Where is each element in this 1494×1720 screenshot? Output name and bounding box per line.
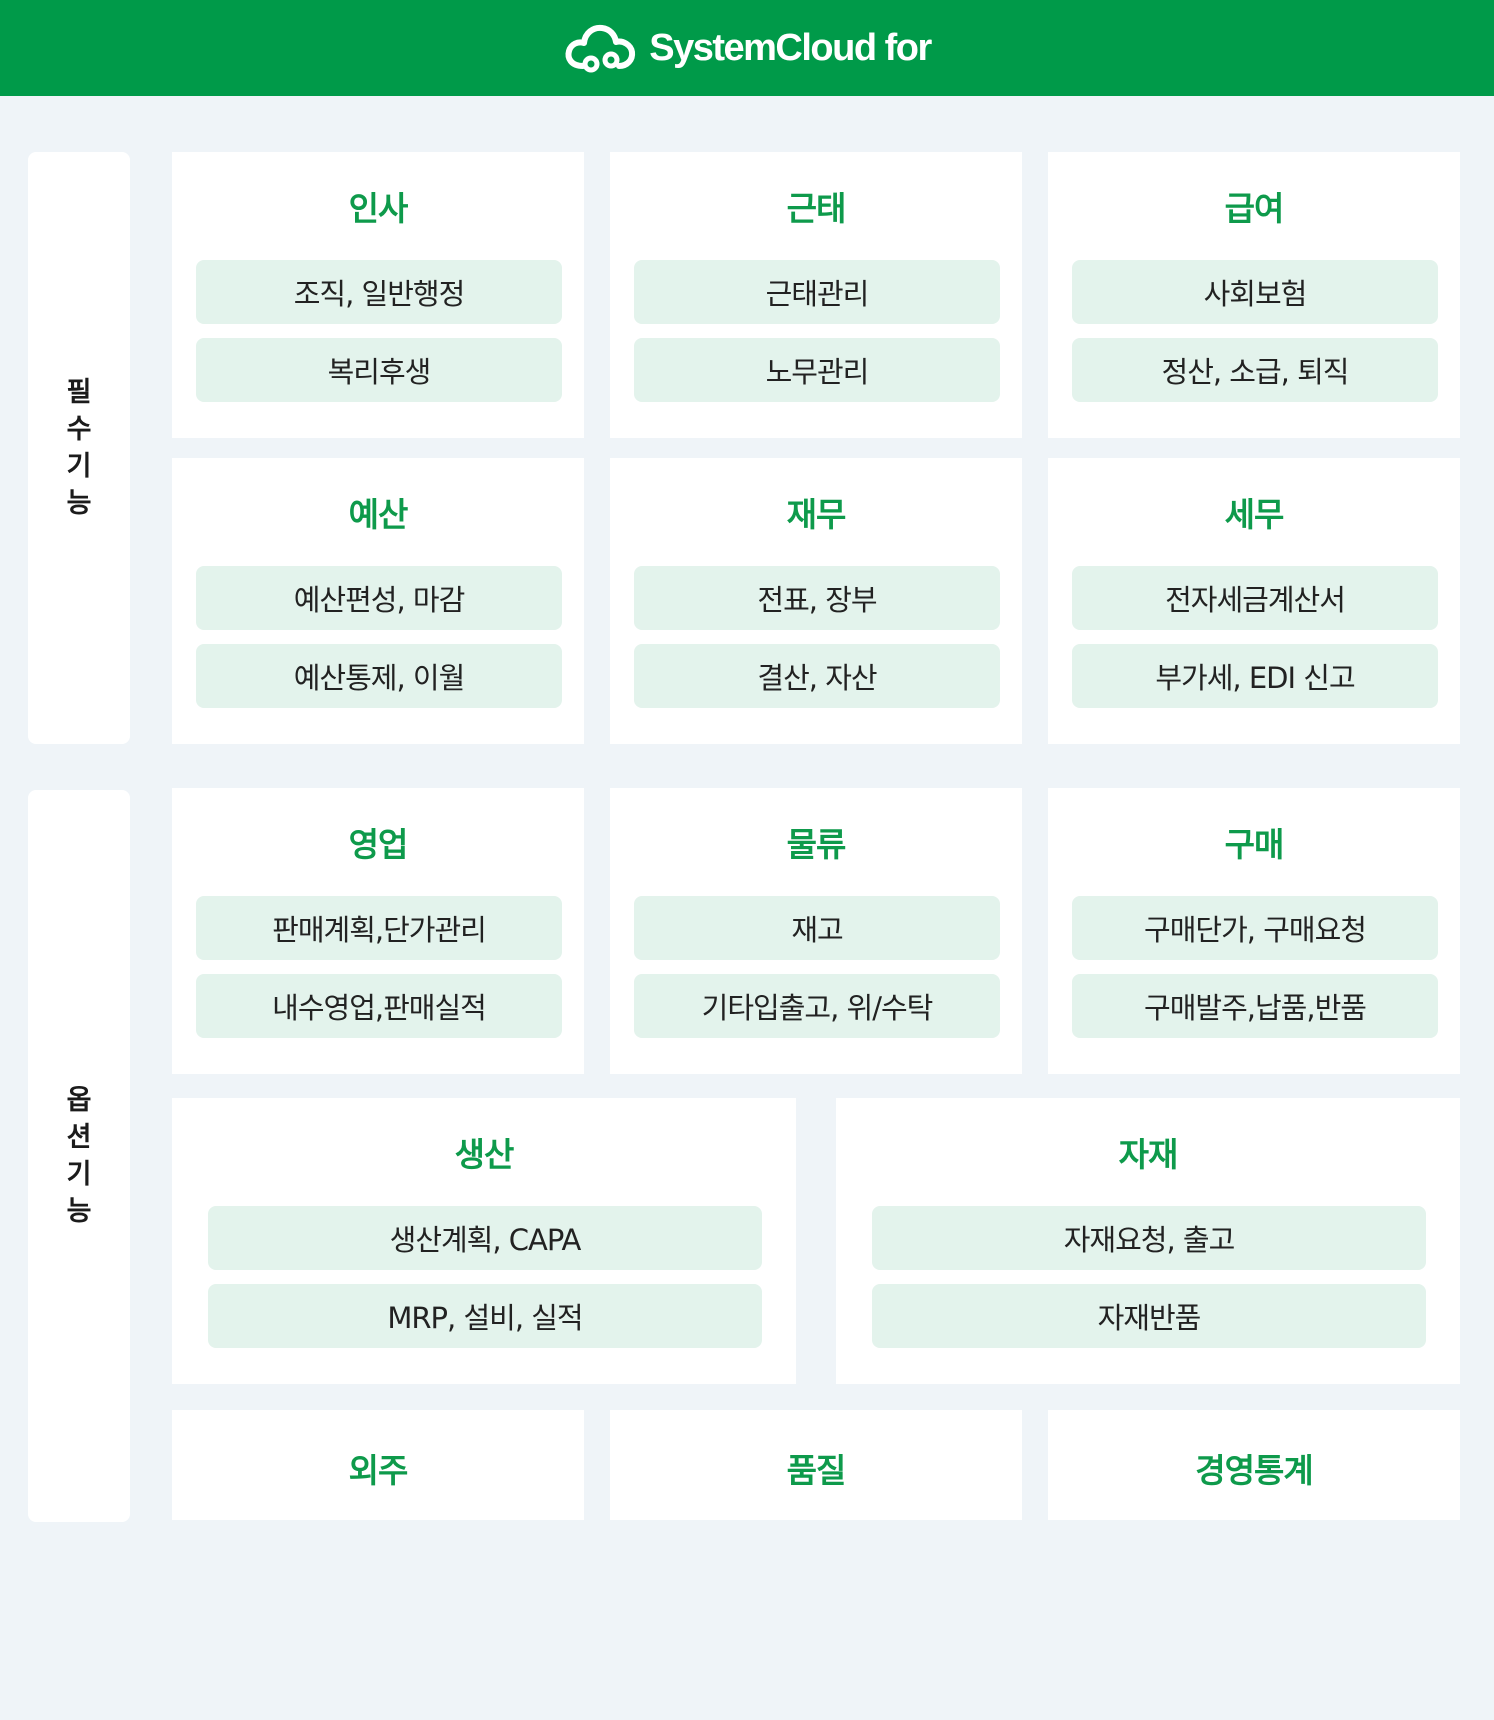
module-item[interactable]: 결산, 자산 <box>634 644 1000 708</box>
module-item[interactable]: 정산, 소급, 퇴직 <box>1072 338 1438 402</box>
module-item[interactable]: 예산편성, 마감 <box>196 566 562 630</box>
module-title-gumae: 구매 <box>1224 825 1285 864</box>
module-item[interactable]: 부가세, EDI 신고 <box>1072 644 1438 708</box>
module-item[interactable]: 예산통제, 이월 <box>196 644 562 708</box>
module-item[interactable]: 판매계획,단가관리 <box>196 896 562 960</box>
module-item[interactable]: 생산계획, CAPA <box>208 1206 762 1270</box>
module-title-insa: 인사 <box>348 189 409 228</box>
module-title-jaemu: 재무 <box>786 495 847 534</box>
module-item[interactable]: 조직, 일반행정 <box>196 260 562 324</box>
optional-features-panel: 옵션기능 <box>28 790 130 1522</box>
module-item[interactable]: 자재반품 <box>872 1284 1426 1348</box>
module-title-jajae: 자재 <box>1118 1135 1179 1174</box>
module-title-yesan: 예산 <box>348 495 409 534</box>
module-item[interactable]: 구매발주,납품,반품 <box>1072 974 1438 1038</box>
required-features-panel: 필수기능 <box>28 152 130 744</box>
module-item[interactable]: 노무관리 <box>634 338 1000 402</box>
module-card-yeongeop: 영업 판매계획,단가관리 내수영업,판매실적 <box>172 788 584 1074</box>
optional-features-label: 옵션기능 <box>66 1085 92 1227</box>
module-item[interactable]: 복리후생 <box>196 338 562 402</box>
module-card-insa: 인사 조직, 일반행정 복리후생 <box>172 152 584 438</box>
module-item[interactable]: 전자세금계산서 <box>1072 566 1438 630</box>
module-item[interactable]: 근태관리 <box>634 260 1000 324</box>
brand-logo[interactable]: SystemCloud for <box>563 20 932 76</box>
module-title-pumjil: 품질 <box>786 1451 847 1490</box>
module-title-gyeongyeong: 경영통계 <box>1195 1451 1313 1490</box>
module-card-jaemu: 재무 전표, 장부 결산, 자산 <box>610 458 1022 744</box>
module-card-jajae: 자재 자재요청, 출고 자재반품 <box>836 1098 1460 1384</box>
module-title-semu: 세무 <box>1224 495 1285 534</box>
module-card-gumae: 구매 구매단가, 구매요청 구매발주,납품,반품 <box>1048 788 1460 1074</box>
module-card-yesan: 예산 예산편성, 마감 예산통제, 이월 <box>172 458 584 744</box>
module-item[interactable]: 재고 <box>634 896 1000 960</box>
module-item[interactable]: 내수영업,판매실적 <box>196 974 562 1038</box>
header-bar: SystemCloud for <box>0 0 1494 96</box>
module-item[interactable]: 사회보험 <box>1072 260 1438 324</box>
module-card-gyeongyeong[interactable]: 경영통계 <box>1048 1410 1460 1520</box>
cloud-icon <box>565 24 636 73</box>
module-item[interactable]: MRP, 설비, 실적 <box>208 1284 762 1348</box>
required-features-label: 필수기능 <box>66 377 92 519</box>
brand-name: SystemCloud for <box>649 26 932 69</box>
module-item[interactable]: 전표, 장부 <box>634 566 1000 630</box>
module-card-geuntae: 근태 근태관리 노무관리 <box>610 152 1022 438</box>
module-card-pumjil[interactable]: 품질 <box>610 1410 1022 1520</box>
module-card-oeju[interactable]: 외주 <box>172 1410 584 1520</box>
module-item[interactable]: 자재요청, 출고 <box>872 1206 1426 1270</box>
module-title-geupyeo: 급여 <box>1224 189 1285 228</box>
module-card-semu: 세무 전자세금계산서 부가세, EDI 신고 <box>1048 458 1460 744</box>
module-item[interactable]: 기타입출고, 위/수탁 <box>634 974 1000 1038</box>
module-card-geupyeo: 급여 사회보험 정산, 소급, 퇴직 <box>1048 152 1460 438</box>
module-card-mullyu: 물류 재고 기타입출고, 위/수탁 <box>610 788 1022 1074</box>
module-title-geuntae: 근태 <box>786 189 847 228</box>
module-title-saengsan: 생산 <box>454 1135 515 1174</box>
module-title-mullyu: 물류 <box>786 825 847 864</box>
module-title-yeongeop: 영업 <box>348 825 409 864</box>
module-card-saengsan: 생산 생산계획, CAPA MRP, 설비, 실적 <box>172 1098 796 1384</box>
module-item[interactable]: 구매단가, 구매요청 <box>1072 896 1438 960</box>
module-title-oeju: 외주 <box>348 1451 409 1490</box>
